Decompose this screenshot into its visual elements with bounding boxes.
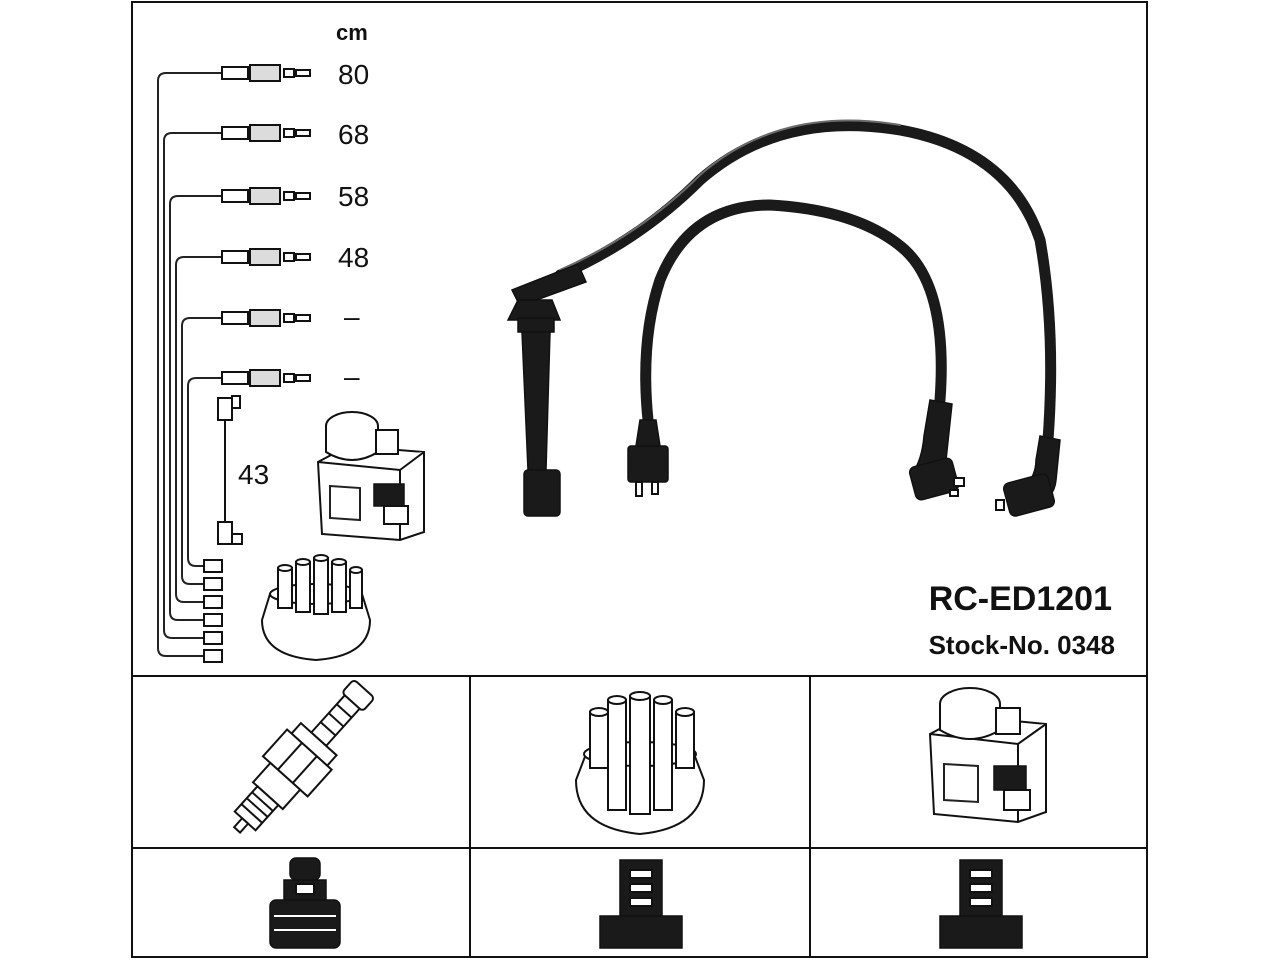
spark-plug-icon	[232, 679, 374, 834]
part-number: RC-ED1201	[929, 580, 1112, 618]
distributor-cap-small-icon	[260, 554, 372, 662]
stock-number: Stock-No. 0348	[929, 630, 1115, 660]
distributor-cap-large-icon	[574, 691, 706, 836]
lead-length-schematic	[157, 64, 311, 663]
ignition-coil-small-icon	[316, 411, 425, 542]
lead-length-1: 80	[338, 59, 369, 90]
ignition-coil-large-icon	[928, 687, 1047, 824]
lead-connector-4	[221, 248, 311, 266]
ignition-cables-illustration	[506, 119, 1061, 517]
lead-connector-3	[221, 187, 311, 205]
lead-length-5: –	[344, 301, 360, 332]
spark-plug-boot-icon	[269, 857, 341, 949]
lead-connector-2	[221, 124, 311, 142]
distributor-terminals	[203, 559, 223, 663]
coil-lead	[217, 395, 243, 545]
distributor-boot-icon	[599, 859, 683, 949]
coil-lead-length: 43	[238, 459, 269, 490]
lead-length-2: 68	[338, 119, 369, 150]
lead-connector-5	[221, 309, 311, 327]
lead-connector-1	[221, 64, 311, 82]
unit-label: cm	[336, 20, 368, 45]
coil-boot-icon	[939, 859, 1023, 949]
lead-length-4: 48	[338, 242, 369, 273]
diagram-frame	[131, 1, 1148, 958]
lead-connector-6	[221, 369, 311, 387]
lead-length-3: 58	[338, 181, 369, 212]
lead-length-6: –	[344, 361, 360, 392]
